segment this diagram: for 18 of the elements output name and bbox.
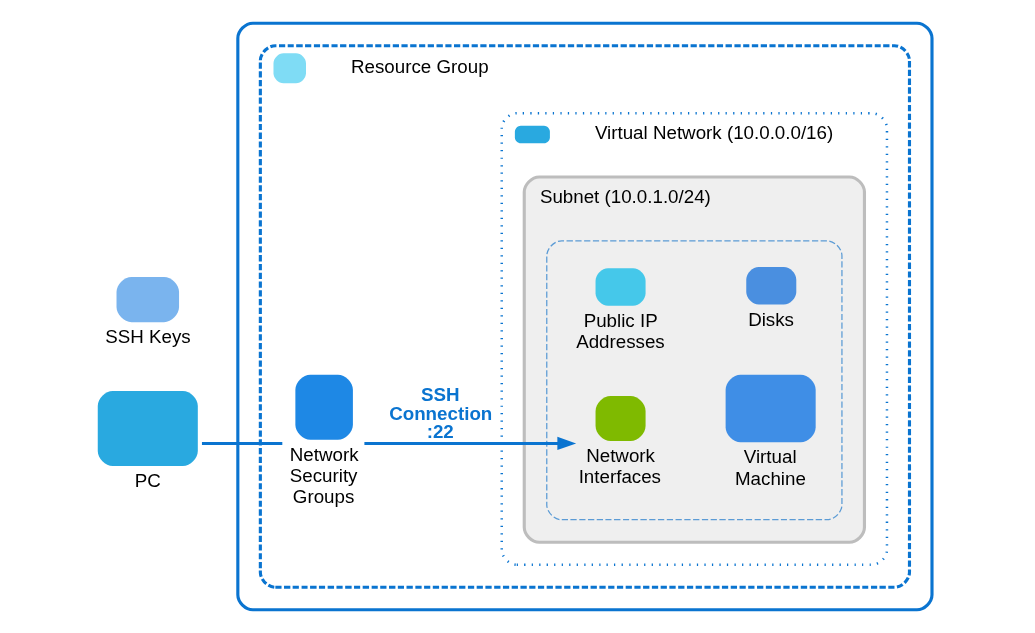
node-box: [595, 268, 646, 306]
node-label: Disks: [747, 308, 794, 330]
node-box: [294, 374, 353, 440]
node-box: [745, 267, 796, 305]
node-box: [116, 277, 179, 323]
edge-label: SSH Connection :22: [388, 383, 492, 443]
node-label: SSH Keys: [104, 326, 191, 348]
connector: [201, 441, 282, 445]
node-box: [97, 390, 198, 466]
node-label: Network Interfaces: [578, 445, 661, 488]
node-box: [725, 374, 816, 443]
arrow: [363, 436, 576, 451]
node-label: Virtual Machine: [734, 446, 806, 489]
cluster: [545, 240, 843, 521]
node-label: PC: [134, 470, 161, 492]
node-box: [595, 395, 646, 441]
node-label: Network Security Groups: [289, 443, 359, 508]
node-label: Public IP Addresses: [575, 310, 665, 353]
